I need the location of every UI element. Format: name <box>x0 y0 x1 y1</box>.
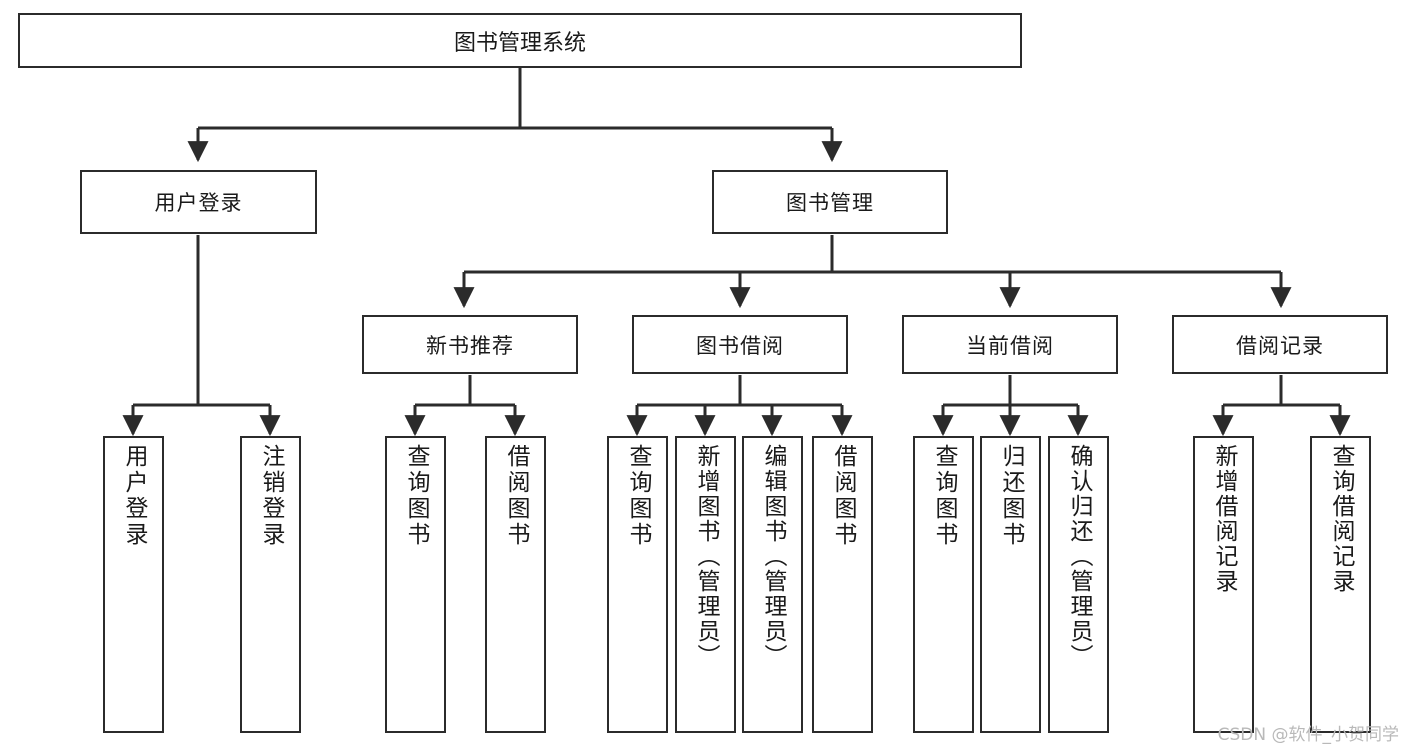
leaf-current-query-book[interactable]: 查询图书 <box>913 436 974 733</box>
leaf-current-confirm-return-admin[interactable]: 确认归还（管理员） <box>1048 436 1109 733</box>
leaf-label: 查询图书 <box>931 444 957 548</box>
node-current-borrow-label: 当前借阅 <box>966 333 1054 358</box>
node-root-label: 图书管理系统 <box>453 30 586 56</box>
node-root[interactable]: 图书管理系统 <box>18 13 1022 68</box>
leaf-label: 借阅图书 <box>503 444 529 548</box>
leaf-user-login-login[interactable]: 用户登录 <box>103 436 164 733</box>
leaf-label: 借阅图书 <box>830 444 856 548</box>
node-user-login[interactable]: 用户登录 <box>80 170 317 234</box>
leaf-label: 查询借阅记录 <box>1328 444 1354 594</box>
leaf-borrow-query-book[interactable]: 查询图书 <box>607 436 668 733</box>
leaf-label: 用户登录 <box>121 444 147 548</box>
leaf-label: 查询图书 <box>403 444 429 548</box>
leaf-label: 编辑图书（管理员） <box>760 444 786 669</box>
leaf-records-query-record[interactable]: 查询借阅记录 <box>1310 436 1371 733</box>
node-book-management-label: 图书管理 <box>786 191 874 215</box>
leaf-borrow-edit-book-admin[interactable]: 编辑图书（管理员） <box>742 436 803 733</box>
leaf-label: 新增借阅记录 <box>1211 444 1237 594</box>
node-book-borrow-label: 图书借阅 <box>696 333 784 358</box>
node-new-book-recommend-label: 新书推荐 <box>426 333 514 358</box>
node-book-borrow[interactable]: 图书借阅 <box>632 315 848 374</box>
leaf-label: 注销登录 <box>258 444 284 548</box>
leaf-label: 查询图书 <box>625 444 651 548</box>
watermark-text: CSDN @软件_小贺同学 <box>1217 725 1399 745</box>
node-book-management[interactable]: 图书管理 <box>712 170 948 234</box>
leaf-label: 归还图书 <box>998 444 1024 548</box>
leaf-new-book-query-book[interactable]: 查询图书 <box>385 436 446 733</box>
leaf-records-add-record[interactable]: 新增借阅记录 <box>1193 436 1254 733</box>
leaf-user-login-logout[interactable]: 注销登录 <box>240 436 301 733</box>
node-current-borrow[interactable]: 当前借阅 <box>902 315 1118 374</box>
leaf-label: 新增图书（管理员） <box>693 444 719 669</box>
leaf-new-book-borrow-book[interactable]: 借阅图书 <box>485 436 546 733</box>
leaf-current-return-book[interactable]: 归还图书 <box>980 436 1041 733</box>
node-borrow-records[interactable]: 借阅记录 <box>1172 315 1388 374</box>
leaf-borrow-borrow-book[interactable]: 借阅图书 <box>812 436 873 733</box>
leaf-label: 确认归还（管理员） <box>1066 444 1092 669</box>
node-borrow-records-label: 借阅记录 <box>1236 333 1324 358</box>
node-new-book-recommend[interactable]: 新书推荐 <box>362 315 578 374</box>
node-user-login-label: 用户登录 <box>154 191 243 215</box>
leaf-borrow-add-book-admin[interactable]: 新增图书（管理员） <box>675 436 736 733</box>
